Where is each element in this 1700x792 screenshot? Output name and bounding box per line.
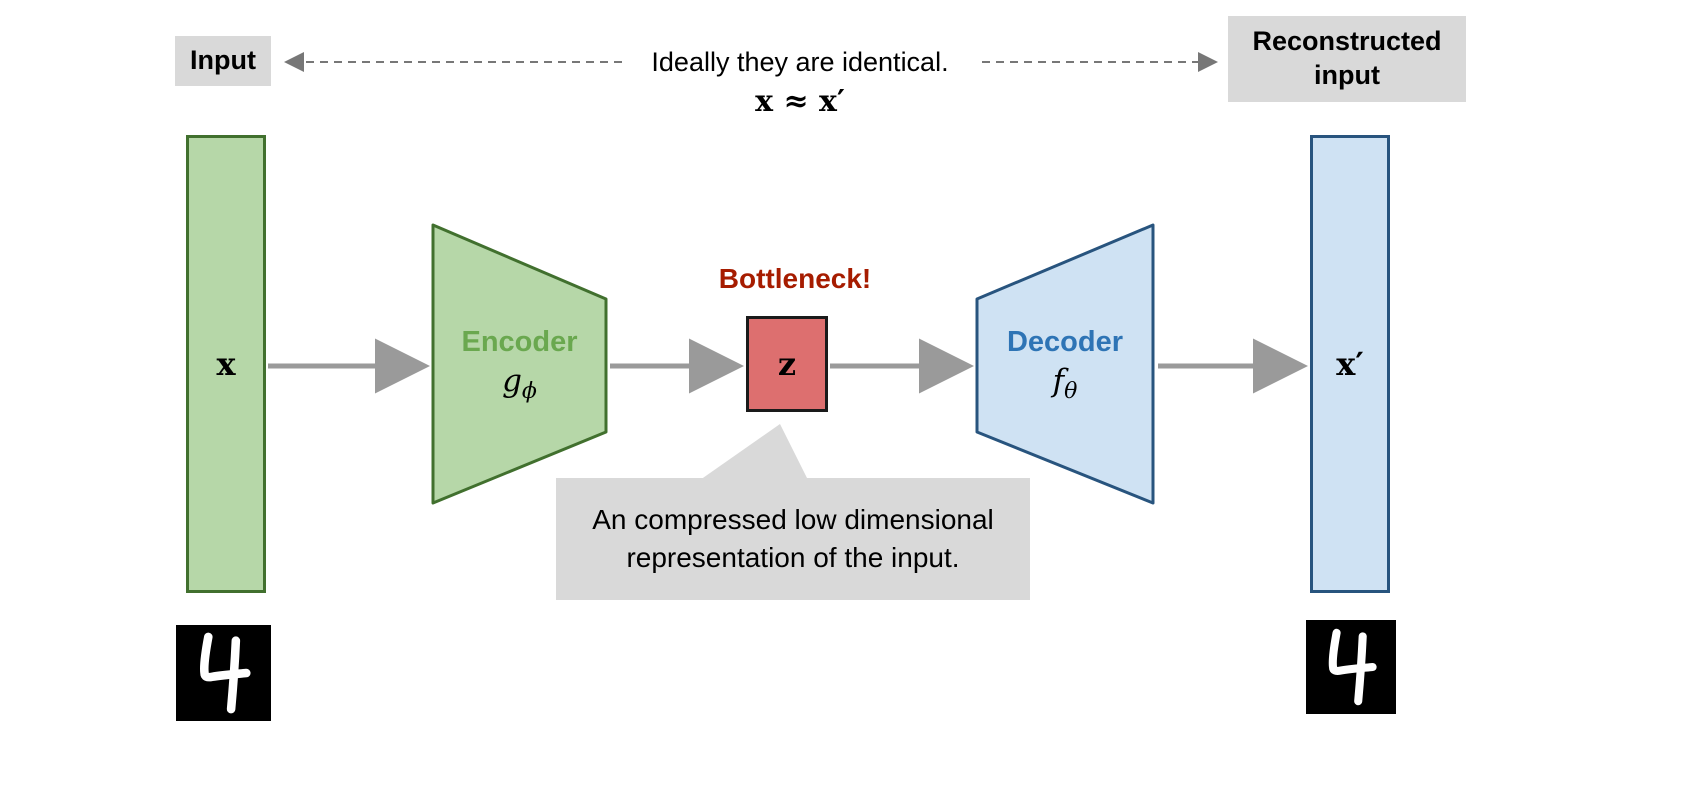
reconstructed-vector-rect: x′ bbox=[1310, 135, 1390, 593]
encoder-shape bbox=[431, 223, 608, 505]
callout-tail bbox=[700, 424, 808, 480]
decoder-param-sub: θ bbox=[1064, 379, 1078, 405]
encoder-text-group: Encoder gϕ bbox=[433, 300, 606, 430]
decoder-param-main: f bbox=[1052, 362, 1065, 399]
decoder-label: Decoder bbox=[1006, 325, 1124, 358]
latent-z-box: z bbox=[746, 316, 828, 412]
input-vector-rect: x bbox=[186, 135, 266, 593]
approx-equation: x ≈ x′ bbox=[755, 84, 845, 119]
encoder-param-sub: ϕ bbox=[521, 379, 537, 405]
x-prime-label: x′ bbox=[1336, 345, 1364, 383]
decoder-shape bbox=[975, 223, 1155, 505]
callout-line2: representation of the input. bbox=[626, 542, 960, 573]
digit-4-icon bbox=[199, 632, 251, 714]
bottleneck-label: Bottleneck! bbox=[718, 263, 872, 294]
reconstructed-label: Reconstructed input bbox=[1252, 26, 1442, 90]
callout-line1: An compressed low dimensional bbox=[592, 504, 994, 536]
x-label: x bbox=[216, 345, 236, 383]
decoder-text-group: Decoder fθ bbox=[977, 300, 1153, 430]
reconstructed-label-box: Reconstructed input bbox=[1228, 16, 1466, 102]
encoder-param: gϕ bbox=[502, 363, 537, 404]
callout-bubble: An compressed low dimensional representa… bbox=[556, 478, 1030, 600]
identical-text: Ideally they are identical. bbox=[651, 47, 949, 77]
mnist-digit-right bbox=[1306, 620, 1396, 714]
input-label: Input bbox=[190, 45, 256, 76]
mnist-digit-left bbox=[176, 625, 271, 721]
input-label-box: Input bbox=[175, 36, 271, 86]
decoder-param: fθ bbox=[1053, 363, 1078, 404]
encoder-param-main: g bbox=[502, 362, 522, 399]
z-label: z bbox=[777, 345, 797, 383]
digit-4-icon bbox=[1328, 628, 1377, 706]
encoder-label: Encoder bbox=[461, 325, 578, 358]
